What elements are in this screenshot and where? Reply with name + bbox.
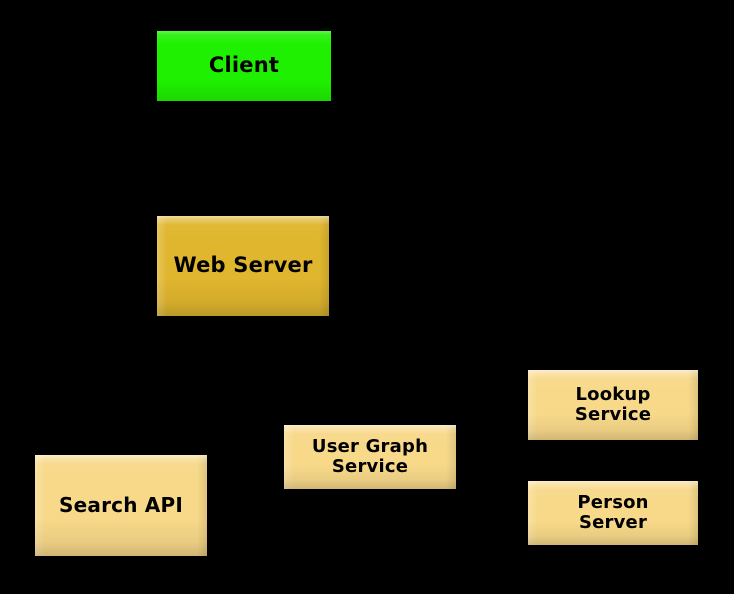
diagram-node-lookup-service[interactable]: Lookup Service [528, 370, 698, 440]
node-label-person-server: Person Server [577, 491, 649, 533]
diagram-node-client[interactable]: Client [157, 31, 331, 101]
diagram-node-user-graph-service[interactable]: User Graph Service [284, 425, 456, 489]
node-label-user-graph-service: User Graph Service [311, 435, 429, 477]
node-label-search-api: Search API [59, 493, 183, 518]
node-label-lookup-service: Lookup Service [574, 383, 652, 425]
diagram-node-person-server[interactable]: Person Server [528, 481, 698, 545]
node-label-web-server: Web Server [173, 253, 313, 278]
diagram-node-search-api[interactable]: Search API [35, 455, 207, 556]
node-label-client: Client [208, 53, 280, 78]
diagram-node-web-server[interactable]: Web Server [157, 216, 329, 316]
